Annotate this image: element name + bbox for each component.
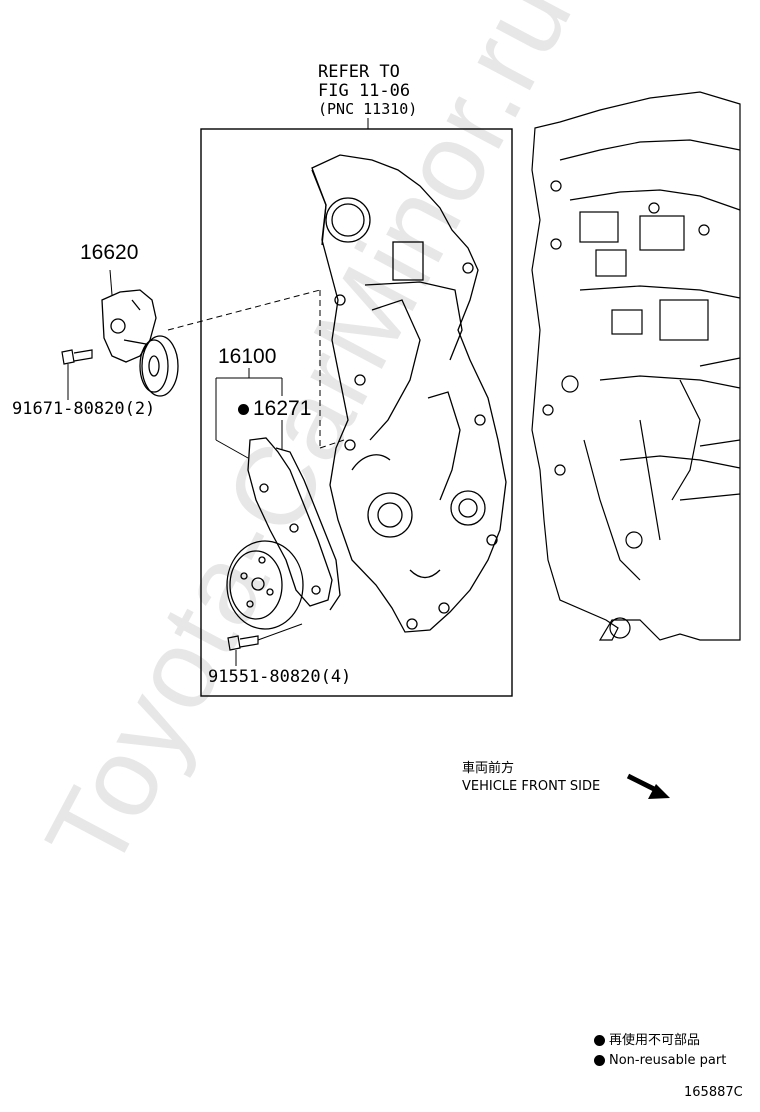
part-16271-row[interactable]: 16271 bbox=[238, 398, 311, 419]
part-16271: 16271 bbox=[253, 397, 312, 420]
refer-line-1: REFER TO bbox=[318, 62, 400, 82]
legend-en-row: Non-reusable part bbox=[594, 1054, 726, 1067]
part-16100[interactable]: 16100 bbox=[218, 345, 277, 368]
legend-dot-icon bbox=[594, 1035, 605, 1046]
figure-id: 165887C bbox=[684, 1085, 743, 1100]
refer-line-3: (PNC 11310) bbox=[318, 100, 418, 118]
part-16620[interactable]: 16620 bbox=[80, 241, 139, 264]
part-91671[interactable]: 91671-80820(2) bbox=[12, 399, 156, 419]
refer-line-2: FIG 11-06 bbox=[318, 81, 411, 101]
bolt-91671-drawing bbox=[61, 349, 93, 400]
legend-jp: 再使用不可部品 bbox=[609, 1033, 701, 1048]
legend-jp-row: 再使用不可部品 bbox=[594, 1034, 700, 1047]
belt-tensioner-drawing bbox=[101, 289, 179, 397]
timing-chain-cover-drawing bbox=[311, 154, 507, 633]
front-arrow-icon bbox=[626, 773, 670, 799]
water-pump-drawing bbox=[226, 437, 341, 630]
non-reusable-dot-icon bbox=[238, 403, 249, 415]
legend-en: Non-reusable part bbox=[609, 1053, 727, 1068]
front-side-en: VEHICLE FRONT SIDE bbox=[462, 779, 601, 794]
engine-block-drawing bbox=[531, 91, 741, 641]
front-side-jp: 車両前方 bbox=[462, 761, 515, 776]
part-91551[interactable]: 91551-80820(4) bbox=[208, 667, 352, 687]
group-frame bbox=[200, 128, 513, 697]
bolt-91551-drawing bbox=[227, 623, 303, 666]
legend-dot-icon bbox=[594, 1055, 605, 1066]
